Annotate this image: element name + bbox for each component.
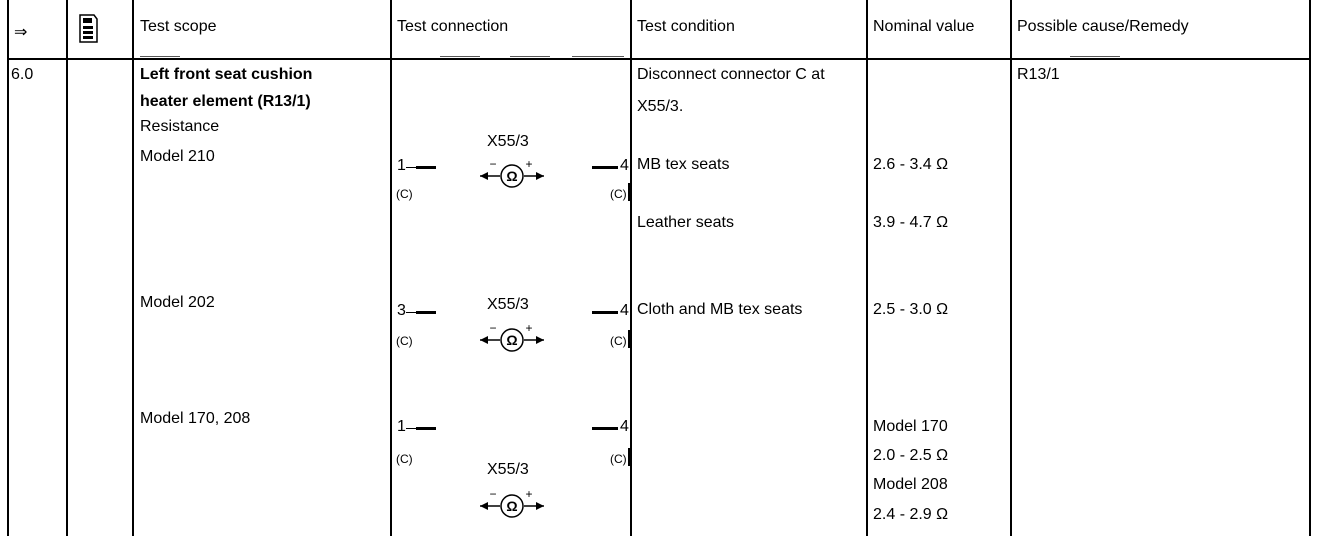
ohmmeter-icon: Ω − + [478,487,546,525]
header-dash [1070,56,1120,57]
grid-line-left [7,0,9,536]
header-divider [7,58,1311,60]
condition-line2: X55/3. [637,98,684,115]
condition-item: MB tex seats [637,156,730,173]
pin-right: 4 [620,302,629,319]
multimeter-icon [77,14,99,49]
bracket [628,330,630,348]
nominal-value-item: 2.0 - 2.5 Ω [873,447,949,464]
scope-measurement: Resistance [140,118,220,135]
wire-right [592,311,618,314]
nominal-value-item: 2.6 - 3.4 Ω [873,156,949,173]
nominal-value-item: 2.5 - 3.0 Ω [873,301,949,318]
nominal-value-item: 2.4 - 2.9 Ω [873,506,949,523]
wire-left [406,312,416,313]
grid-line-col6 [1010,0,1012,536]
nominal-value-item: Model 208 [873,476,948,493]
ohmmeter-icon: Ω − + [478,321,546,359]
connector-label: X55/3 [487,461,529,478]
condition-line1: Disconnect connector C at [637,66,825,83]
header-dash [510,56,550,57]
svg-text:−: − [489,488,496,501]
header-dash [572,56,624,57]
wire-left [406,428,416,429]
grid-line-col5 [866,0,868,536]
wire-right [592,166,618,169]
wire-left [416,166,436,169]
pin-left: 1 [397,418,406,435]
scope-title-line1: Left front seat cushion [140,66,313,83]
pin-right-sub: (C) [610,452,627,466]
pin-left: 3 [397,302,406,319]
nominal-value-item: Model 170 [873,418,948,435]
nominal-value-item: 3.9 - 4.7 Ω [873,214,949,231]
scope-title-line2: heater element (R13/1) [140,93,311,110]
header-dash [440,56,480,57]
remedy-text: R13/1 [1017,66,1060,83]
pin-left-sub: (C) [396,187,413,201]
bracket [628,183,630,201]
grid-line-col4 [630,0,632,536]
header-arrow: ⇒ [14,24,28,41]
model-label: Model 170, 208 [140,410,251,427]
model-label: Model 210 [140,148,215,165]
model-label: Model 202 [140,294,215,311]
grid-line-col3 [390,0,392,536]
header-test-connection: Test connection [397,18,509,35]
bracket [628,448,630,466]
pin-left-sub: (C) [396,452,413,466]
header-test-scope: Test scope [140,18,217,35]
svg-text:Ω: Ω [506,168,517,184]
pin-right-sub: (C) [610,334,627,348]
condition-item: Cloth and MB tex seats [637,301,803,318]
wire-left [406,167,416,168]
header-test-condition: Test condition [637,18,735,35]
grid-line-col1 [66,0,68,536]
pin-right: 4 [620,418,629,435]
pin-right: 4 [620,157,629,174]
svg-text:Ω: Ω [506,498,517,514]
header-dash [140,56,180,57]
header-possible-cause: Possible cause/Remedy [1017,18,1189,35]
connector-label: X55/3 [487,133,529,150]
wire-left [416,311,436,314]
pin-left: 1 [397,157,406,174]
header-nominal-value: Nominal value [873,18,975,35]
wire-right [592,427,618,430]
connector-label: X55/3 [487,296,529,313]
svg-text:Ω: Ω [506,332,517,348]
svg-text:+: + [525,158,532,171]
svg-text:−: − [489,158,496,171]
svg-text:+: + [525,488,532,501]
pin-right-sub: (C) [610,187,627,201]
pin-left-sub: (C) [396,334,413,348]
ohmmeter-icon: Ω − + [478,157,546,195]
grid-line-right [1309,0,1311,536]
grid-line-col2 [132,0,134,536]
svg-text:−: − [489,322,496,335]
svg-text:+: + [525,322,532,335]
step-number: 6.0 [11,66,34,83]
condition-item: Leather seats [637,214,734,231]
wire-left [416,427,436,430]
